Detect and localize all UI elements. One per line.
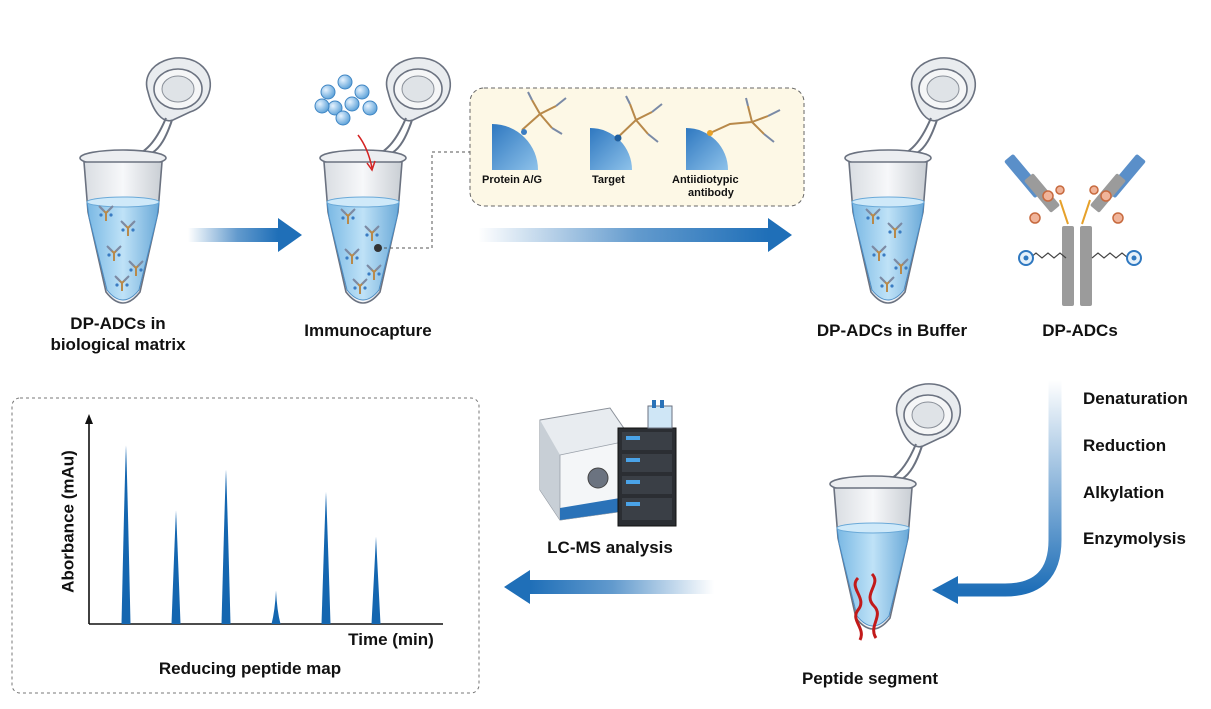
tube1-label: DP-ADCs in biological matrix — [18, 313, 218, 355]
inset-protein-ag: Protein A/G — [482, 174, 543, 186]
inset-anti-line2: antibody — [688, 187, 734, 199]
bead-icon — [314, 74, 378, 172]
antibody-label: DP-ADCs — [1042, 321, 1118, 340]
tube2-label: Immunocapture — [304, 321, 432, 340]
inset-antiidiotypic: Antiidiotypic antibody — [672, 174, 739, 200]
eppendorf-tube-icon — [319, 56, 452, 304]
lcms-label: LC-MS analysis — [547, 538, 673, 557]
eppendorf-tube-icon — [79, 56, 212, 304]
peptide-label: Peptide segment — [801, 669, 939, 688]
chart-peak — [121, 445, 131, 624]
capture-method-inset — [469, 87, 805, 207]
eppendorf-tube-icon — [844, 56, 977, 304]
inset-anti-line1: Antiidiotypic — [672, 174, 739, 186]
chart-peaks — [121, 445, 381, 624]
eppendorf-tube-icon — [829, 382, 962, 641]
map-title: Reducing peptide map — [158, 659, 342, 678]
step-label: Denaturation — [1083, 389, 1188, 408]
chart-xlabel: Time (min) — [348, 630, 434, 649]
chart-ylabel: Aborbance (mAu) — [58, 450, 78, 593]
step-label: Reduction — [1083, 436, 1167, 455]
chart-peak — [221, 469, 231, 624]
chart-peak — [271, 590, 281, 624]
inset-target: Target — [592, 174, 625, 186]
chart-peak — [171, 510, 181, 624]
antibody-icon — [1004, 154, 1146, 306]
lc-ms-instrument-icon — [539, 400, 677, 527]
tube1-label-line1: DP-ADCs in — [70, 314, 166, 333]
tube3-label: DP-ADCs in Buffer — [816, 321, 968, 340]
step-label: Enzymolysis — [1083, 529, 1186, 548]
chart-peak — [371, 536, 381, 624]
chart-peak — [321, 491, 331, 624]
tube1-label-line2: biological matrix — [50, 335, 186, 354]
step-label: Alkylation — [1083, 483, 1165, 502]
